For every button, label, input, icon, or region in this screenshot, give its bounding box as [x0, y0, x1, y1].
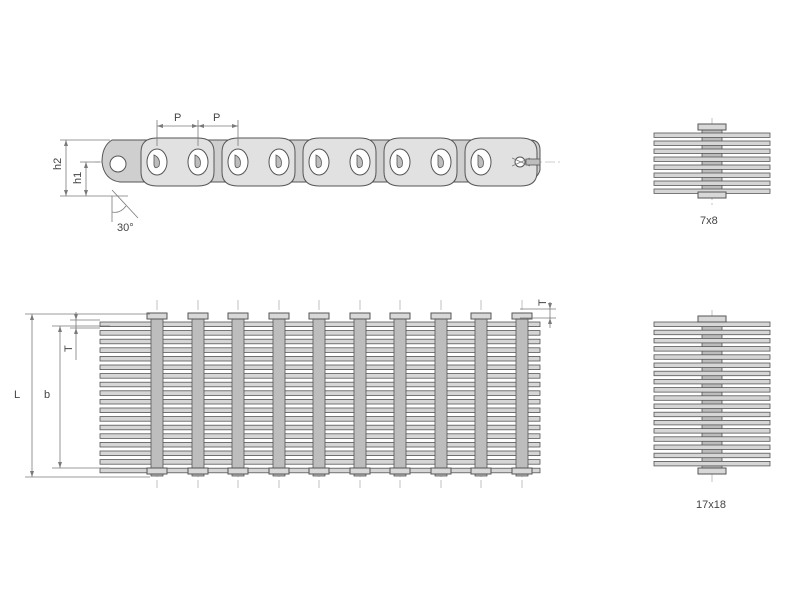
top-view: L b T T — [14, 299, 556, 488]
top-pin-shaft — [191, 315, 205, 477]
lacing-7x8-caption: 7x8 — [700, 215, 718, 227]
lacing-rod — [653, 452, 771, 459]
lacing-rod — [653, 346, 771, 352]
side-link-pin — [477, 154, 484, 169]
top-pin-head — [470, 312, 492, 320]
lacing-pin-head — [697, 123, 727, 131]
top-pin-shaft — [474, 315, 488, 477]
pitch-dimension — [156, 120, 239, 146]
top-pin-foot — [268, 467, 290, 475]
lacing-rod — [653, 337, 771, 344]
pitch-label-1: P — [174, 112, 181, 124]
width-dimension — [52, 325, 110, 469]
height-dimensions — [60, 139, 128, 197]
side-link-pin — [356, 154, 363, 169]
top-pin-foot — [430, 467, 452, 475]
top-pin-head — [227, 312, 249, 320]
length-label: L — [14, 389, 20, 401]
lacing-detail-7x8 — [653, 118, 771, 206]
lacing-rod — [653, 362, 771, 368]
top-pin-head — [511, 312, 533, 320]
lacing-rod — [653, 172, 771, 178]
top-pin-shaft — [393, 315, 407, 477]
side-view: P P h2 h1 30° — [52, 112, 560, 234]
side-link-pin — [315, 154, 322, 169]
lacing-rod — [653, 403, 771, 409]
lacing-pin-head — [697, 315, 727, 323]
side-link-pin — [275, 154, 282, 169]
lacing-rod — [653, 329, 771, 336]
lacing-rod — [653, 321, 771, 327]
thickness-label-left: T — [63, 345, 75, 352]
top-pin-shaft — [312, 315, 326, 477]
angle-label: 30° — [117, 222, 134, 234]
lacing-rod — [653, 148, 771, 154]
top-view-links — [146, 312, 533, 477]
top-pin-head — [268, 312, 290, 320]
side-link-pin — [234, 154, 241, 169]
lacing-rod — [653, 140, 771, 146]
side-link-pin — [396, 154, 403, 169]
lacing-rod — [653, 411, 771, 418]
top-pin-foot — [349, 467, 371, 475]
thickness-label-right: T — [537, 299, 549, 306]
lacing-pin-foot — [697, 191, 727, 199]
height-label-h2: h2 — [52, 158, 64, 170]
lacing-pin-foot — [697, 467, 727, 475]
top-pin-foot — [470, 467, 492, 475]
lacing-rod — [653, 395, 771, 401]
side-link-pin — [153, 154, 160, 169]
lacing-rod — [653, 460, 771, 467]
top-pin-head — [308, 312, 330, 320]
side-cotter-pin — [511, 156, 541, 168]
top-pin-shaft — [272, 315, 286, 477]
lacing-rod — [653, 156, 771, 162]
side-links — [140, 137, 538, 187]
top-pin-head — [430, 312, 452, 320]
top-pin-shaft — [231, 315, 245, 477]
side-link-pin — [437, 154, 444, 169]
lacing-detail-17x18 — [653, 310, 771, 482]
top-pin-foot — [187, 467, 209, 475]
lacing-rod — [653, 444, 771, 450]
top-pin-shaft — [150, 315, 164, 477]
lacing-rod — [653, 378, 771, 385]
top-pin-foot — [146, 467, 168, 475]
lacing-rod — [653, 132, 771, 138]
top-pin-shaft — [515, 315, 529, 477]
thickness-dimension-right — [520, 302, 556, 328]
top-pin-foot — [389, 467, 411, 475]
lacing-rod — [653, 436, 771, 442]
length-dimension — [25, 313, 150, 478]
thickness-dimension-left — [70, 312, 100, 360]
top-pin-foot — [227, 467, 249, 475]
lacing-rod — [653, 164, 771, 170]
lacing-rod — [653, 370, 771, 377]
pitch-label-2: P — [213, 112, 220, 124]
lacing-rod — [653, 387, 771, 393]
top-pin-head — [187, 312, 209, 320]
top-pin-head — [146, 312, 168, 320]
lacing-rod — [653, 428, 771, 434]
angle-dimension — [111, 189, 139, 222]
top-pin-foot — [511, 467, 533, 475]
lacing-17x18-caption: 17x18 — [696, 499, 726, 511]
top-pin-shaft — [434, 315, 448, 477]
top-pin-head — [349, 312, 371, 320]
top-pin-foot — [308, 467, 330, 475]
width-label: b — [44, 389, 50, 401]
side-end-hole — [109, 155, 127, 173]
lacing-rod — [653, 180, 771, 186]
lacing-rod — [653, 354, 771, 360]
top-pin-head — [389, 312, 411, 320]
top-pin-shaft — [353, 315, 367, 477]
height-label-h1: h1 — [72, 172, 84, 184]
side-link-pin — [194, 154, 201, 169]
lacing-rod — [653, 419, 771, 426]
